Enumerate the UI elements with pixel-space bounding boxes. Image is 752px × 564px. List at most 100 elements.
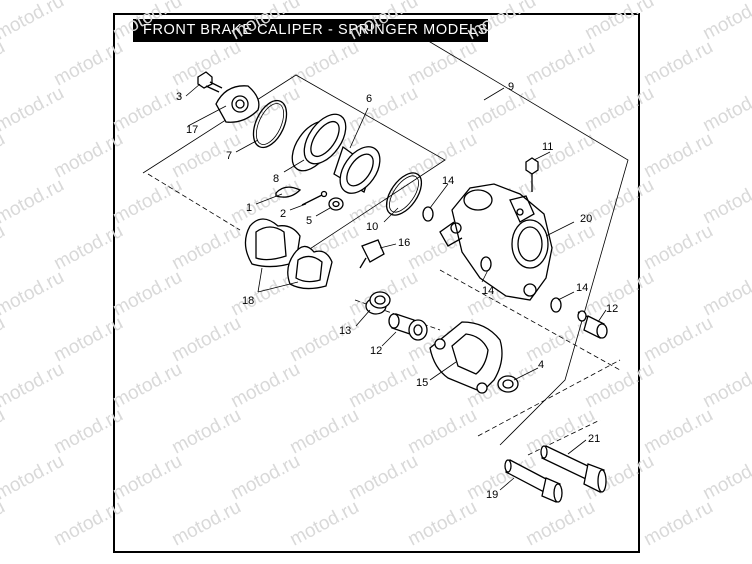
watermark-text: motod.ru	[50, 37, 126, 91]
watermark-text: motod.ru	[522, 497, 598, 551]
watermark-text: motod.ru	[699, 267, 752, 321]
callout-9: 9	[508, 81, 514, 93]
callout-1: 1	[246, 202, 252, 214]
watermark-text: motod.ru	[109, 359, 185, 413]
watermark-text: motod.ru	[0, 313, 9, 367]
o-ring-part-10	[385, 172, 423, 216]
watermark-text: motod.ru	[227, 0, 303, 44]
slide-pin-part-12-left	[388, 313, 428, 341]
o-rings-part-14	[422, 206, 562, 313]
clip-part-1	[275, 186, 302, 198]
watermark-text: motod.ru	[640, 405, 716, 459]
watermark-text: motod.ru	[699, 451, 752, 505]
callout-12-left: 12	[370, 345, 382, 357]
plate-part-17	[215, 85, 260, 123]
seal-part-8	[291, 113, 347, 172]
watermark-text: motod.ru	[522, 405, 598, 459]
callout-19: 19	[486, 489, 498, 501]
slide-pin-part-12-right	[577, 310, 608, 339]
callout-6: 6	[366, 93, 372, 105]
callout-11: 11	[542, 141, 553, 153]
watermark-text: motod.ru	[640, 221, 716, 275]
watermark-text: motod.ru	[109, 83, 185, 137]
title-bar	[133, 19, 488, 42]
watermark-text: motod.ru	[50, 129, 126, 183]
bleeder-valve-part-11	[525, 157, 539, 192]
watermark-text: motod.ru	[168, 497, 244, 551]
snap-ring-part-7	[252, 99, 288, 149]
watermark-text: motod.ru	[404, 497, 480, 551]
watermark-text: motod.ru	[109, 451, 185, 505]
watermark-text: motod.ru	[699, 0, 752, 44]
washer-part-4	[497, 375, 519, 393]
watermark-text: motod.ru	[50, 405, 126, 459]
callout-labels: 3 17 7 8 6 9 1 2 5 10 14 11 20 16 14 14 …	[176, 81, 618, 501]
brake-pads-part-18	[244, 218, 333, 290]
watermark-text: motod.ru	[50, 313, 126, 367]
callout-5: 5	[306, 215, 312, 227]
watermark-text: motod.ru	[699, 83, 752, 137]
watermark-text: motod.ru	[0, 359, 68, 413]
watermark-text: motod.ru	[109, 0, 185, 44]
spring-clip-part-16	[359, 239, 385, 269]
group-lines	[142, 35, 629, 456]
watermark-text: motod.ru	[0, 175, 68, 229]
watermark-text: motod.ru	[0, 37, 9, 91]
callout-4: 4	[538, 359, 544, 371]
watermark-text: motod.ru	[50, 497, 126, 551]
watermark-text: motod.ru	[463, 0, 539, 44]
watermark-text: motod.ru	[581, 267, 657, 321]
watermark-text: motod.ru	[227, 359, 303, 413]
leader-lines	[185, 83, 607, 491]
callout-21: 21	[588, 433, 600, 445]
piston-part-6	[333, 145, 381, 194]
watermark-text: motod.ru	[168, 405, 244, 459]
callout-13: 13	[339, 325, 351, 337]
watermark-text: motod.ru	[463, 83, 539, 137]
watermark-text: motod.ru	[581, 0, 657, 44]
callout-17: 17	[186, 124, 198, 136]
watermark-text: motod.ru	[109, 175, 185, 229]
watermark-text: motod.ru	[345, 0, 421, 44]
watermark-text: motod.ru	[404, 405, 480, 459]
watermark-text: motod.ru	[699, 359, 752, 413]
watermark-text: motod.ru	[286, 497, 362, 551]
callout-8: 8	[273, 173, 279, 185]
callout-14-top: 14	[442, 175, 454, 187]
callout-15: 15	[416, 377, 428, 389]
watermark-text: motod.ru	[0, 83, 68, 137]
callout-10: 10	[366, 221, 378, 233]
watermark-text: motod.ru	[522, 37, 598, 91]
watermark-text: motod.ru	[0, 405, 9, 459]
watermark-text: motod.ru	[640, 37, 716, 91]
watermark-text: motod.ru	[345, 359, 421, 413]
watermark-text: motod.ru	[581, 83, 657, 137]
watermark-text: motod.ru	[640, 313, 716, 367]
watermark-text: motod.ru	[640, 129, 716, 183]
bolt-part-3	[197, 71, 223, 93]
watermark-text: motod.ru	[0, 497, 9, 551]
callout-3: 3	[176, 91, 182, 103]
bolt-part-19	[504, 459, 563, 503]
watermark-text: motod.ru	[640, 497, 716, 551]
watermark-text: motod.ru	[168, 129, 244, 183]
watermark-text: motod.ru	[286, 405, 362, 459]
pin-part-2	[301, 190, 328, 206]
callout-20: 20	[580, 213, 592, 225]
callout-14-right: 14	[576, 282, 588, 294]
caliper-body-part-20	[439, 183, 553, 301]
bracket-part-15	[429, 321, 503, 394]
watermark-text: motod.ru	[581, 359, 657, 413]
watermark-text: motod.ru	[50, 221, 126, 275]
watermark-text: motod.ru	[109, 267, 185, 321]
watermark-text: motod.ru	[0, 451, 68, 505]
watermark-text: motod.ru	[286, 37, 362, 91]
watermark-text: motod.ru	[286, 313, 362, 367]
callout-18: 18	[242, 295, 254, 307]
watermark-text: motod.ru	[404, 37, 480, 91]
watermark-text: motod.ru	[0, 221, 9, 275]
callout-14-mid: 14	[482, 285, 494, 297]
diagram-title: FRONT BRAKE CALIPER - SPRINGER MODELS	[143, 22, 489, 38]
